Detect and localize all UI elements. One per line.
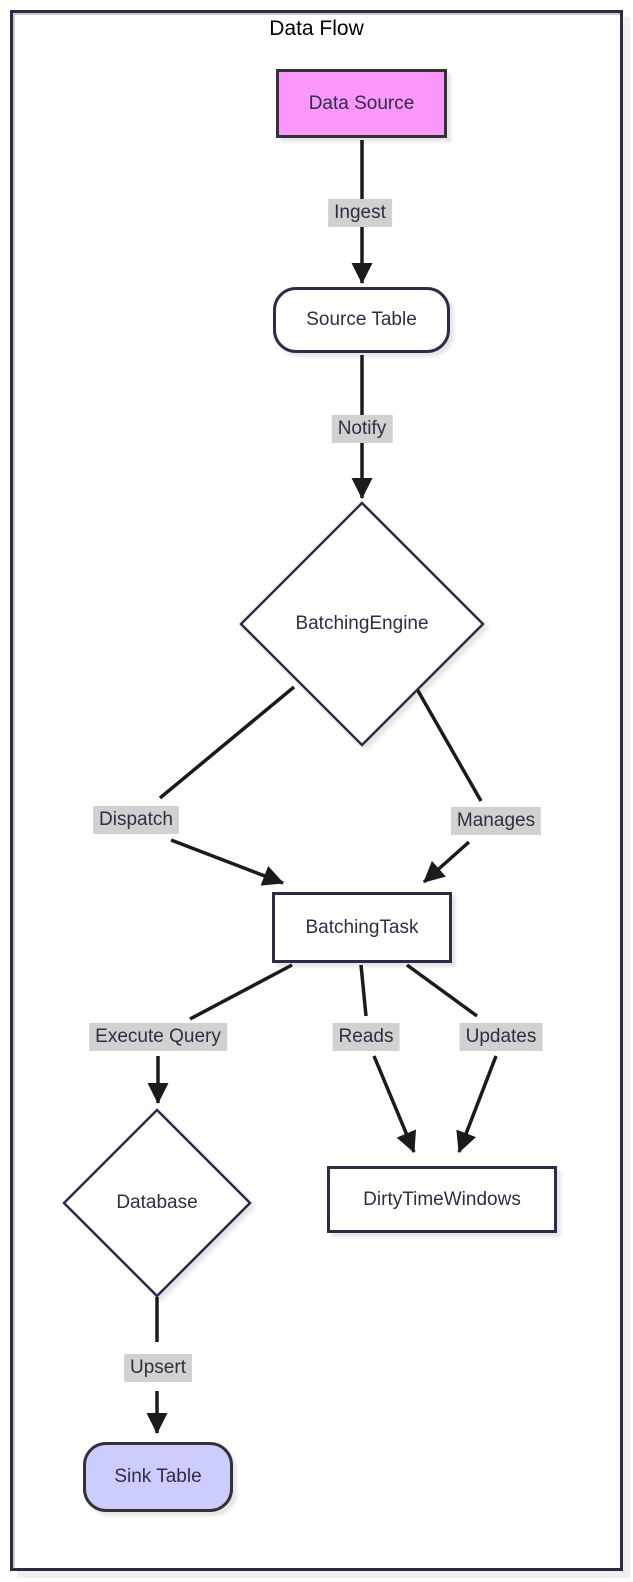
node-batching-task: BatchingTask: [272, 892, 452, 963]
edge-updates-line-lower: [456, 1055, 498, 1153]
node-data-source-label: Data Source: [308, 92, 415, 114]
node-database-shape: [62, 1108, 252, 1298]
node-sink-table-label: Sink Table: [114, 1466, 202, 1487]
edge-execute-query-line-upper: [189, 963, 293, 1021]
edge-manages-line-lower: [422, 840, 471, 884]
node-batching-engine-label: BatchingEngine: [295, 613, 429, 634]
node-sink-table: Sink Table: [83, 1442, 233, 1512]
edge-updates-line-upper: [405, 963, 479, 1018]
node-batching-task-label: BatchingTask: [305, 916, 419, 938]
edge-manages-line-upper: [415, 688, 483, 802]
node-batching-engine-shape: [239, 501, 485, 747]
node-dirty-time-windows-label: DirtyTimeWindows: [363, 1188, 521, 1210]
node-dirty-time-windows: DirtyTimeWindows: [327, 1166, 557, 1233]
edge-label-dispatch: Dispatch: [93, 806, 179, 834]
edge-label-ingest: Ingest: [328, 199, 392, 227]
edge-label-execute-query: Execute Query: [89, 1023, 227, 1051]
edge-label-upsert: Upsert: [124, 1354, 192, 1382]
diagram-frame: [10, 10, 623, 1571]
edge-label-reads: Reads: [332, 1023, 400, 1051]
node-source-table-label: Source Table: [306, 309, 417, 330]
edge-dispatch-line-lower: [170, 838, 284, 886]
edge-reads-line-lower: [372, 1055, 417, 1153]
node-database-label: Database: [116, 1192, 198, 1213]
edge-label-notify: Notify: [331, 415, 393, 443]
diagram-title: Data Flow: [269, 17, 364, 40]
edge-label-manages: Manages: [450, 807, 542, 835]
edge-label-updates: Updates: [459, 1023, 543, 1051]
node-data-source: Data Source: [276, 69, 447, 138]
node-source-table: Source Table: [273, 287, 450, 353]
edge-reads-line-upper: [359, 964, 368, 1017]
edge-dispatch-line-upper: [158, 685, 296, 800]
